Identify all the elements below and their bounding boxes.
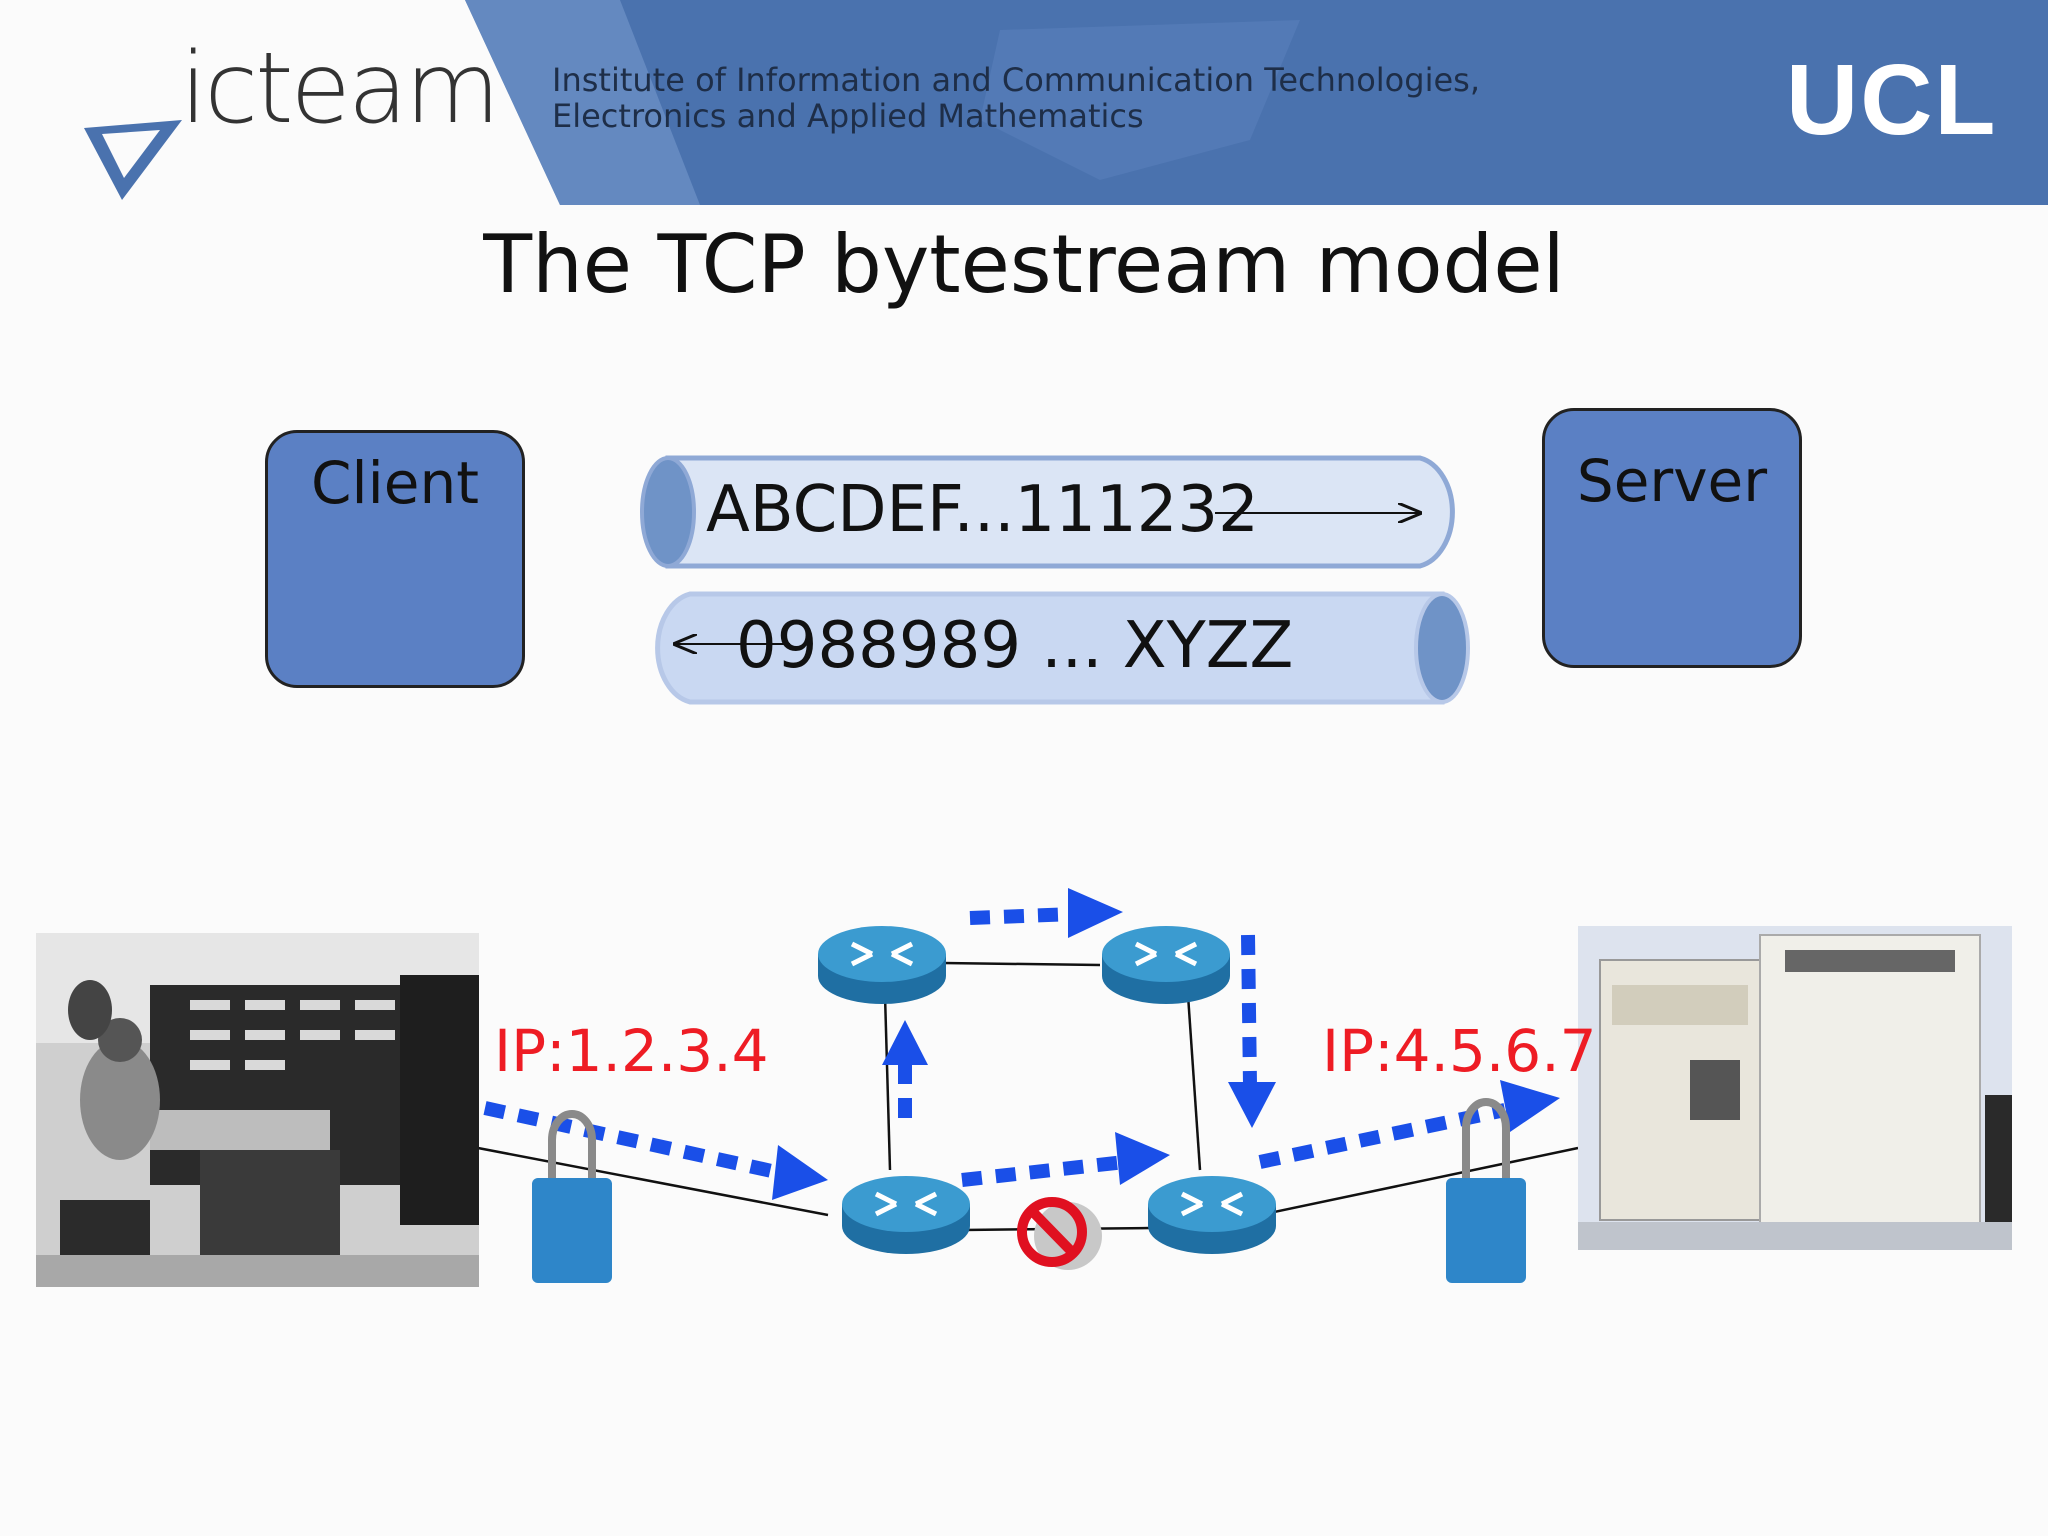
router-icon: [1148, 1176, 1276, 1254]
server-box: Server: [1542, 408, 1802, 668]
server-label: Server: [1576, 447, 1768, 515]
backward-stream-pipe: [655, 591, 1470, 705]
router-icon: [1102, 926, 1230, 1004]
header-background: [0, 0, 2048, 210]
forward-stream-pipe: [640, 455, 1455, 569]
header-banner: icteam Institute of Information and Comm…: [0, 0, 2048, 210]
institute-name: Institute of Information and Communicati…: [552, 62, 1512, 134]
blocked-link-icon: [1017, 1197, 1102, 1270]
forward-stream-bytes: ABCDEF...111232: [706, 473, 1259, 547]
network-links: [477, 961, 1579, 1232]
ucl-logo: UCL: [1786, 44, 1998, 156]
router-icon: [842, 1176, 970, 1254]
client-box: Client: [265, 430, 525, 688]
client-ip-label: IP:1.2.3.4: [494, 1017, 769, 1085]
arrow-icon: [1228, 1082, 1276, 1128]
arrow-icon: [772, 1145, 828, 1200]
left-computer-photo: [36, 933, 479, 1287]
arrow-icon: [1500, 1080, 1560, 1132]
arrow-icon: [882, 1020, 928, 1065]
padlock-icon: [1446, 1098, 1526, 1283]
client-label: Client: [311, 449, 479, 517]
icteam-logo-mark-icon: [84, 120, 182, 200]
arrow-icon: [1068, 888, 1123, 938]
institute-line-1: Institute of Information and Communicati…: [552, 61, 1480, 99]
blue-arrowheads: [772, 888, 1560, 1200]
arrow-icon: [1115, 1132, 1170, 1185]
server-ip-label: IP:4.5.6.7: [1322, 1017, 1597, 1085]
institute-line-2: Electronics and Applied Mathematics: [552, 97, 1144, 135]
backward-stream-bytes: 0988989 ... XYZZ: [736, 609, 1294, 683]
router-icon: [818, 926, 946, 1004]
right-computer-photo: [1578, 926, 2012, 1250]
icteam-logo: icteam: [180, 32, 500, 146]
padlock-icon: [532, 1110, 612, 1283]
slide-title: The TCP bytestream model: [483, 218, 1565, 311]
